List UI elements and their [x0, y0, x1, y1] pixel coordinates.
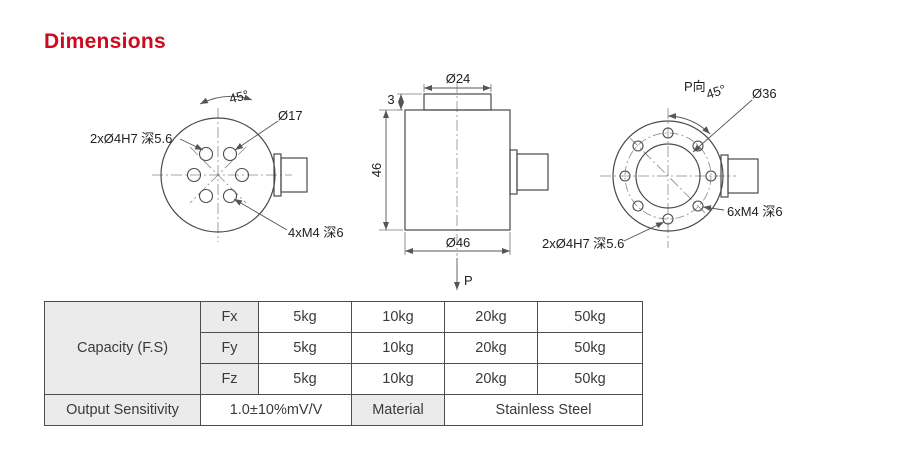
capacity-value-fx-2: 10kg — [351, 301, 445, 333]
capacity-value-fz-4: 50kg — [537, 363, 643, 395]
side-view-drawing: Ø24 3 46 Ø46 P — [369, 71, 549, 290]
front-dowel-note: 2xØ4H7 深5.6 — [90, 131, 172, 146]
spec-table: Capacity (F.S) Fx 5kg 10kg 20kg 50kg Fy … — [44, 301, 643, 426]
side-p-label: P — [464, 273, 473, 288]
side-height-label: 46 — [369, 163, 384, 177]
table-row-fx: Capacity (F.S) Fx 5kg 10kg 20kg 50kg — [44, 301, 643, 395]
axis-label-fz: Fz — [200, 363, 259, 395]
front-view-drawing: 45° Ø17 2xØ4H7 深5.6 4xM4 深6 — [90, 87, 344, 242]
table-row-fy: Fy 5kg 10kg 20kg 50kg — [45, 332, 643, 364]
capacity-value-fy-4: 50kg — [537, 332, 643, 364]
rear-angle-label: 45° — [704, 82, 727, 102]
capacity-value-fy-3: 20kg — [444, 332, 538, 364]
capacity-value-fz-2: 10kg — [351, 363, 445, 395]
axis-label-fx: Fx — [200, 301, 259, 333]
capacity-value-fy-1: 5kg — [258, 332, 352, 364]
front-outer-circle — [160, 117, 276, 233]
capacity-value-fz-1: 5kg — [258, 363, 352, 395]
table-row-output: Output Sensitivity 1.0±10%mV/V Material … — [44, 394, 643, 426]
rear-dowel-note: 2xØ4H7 深5.6 — [542, 236, 624, 251]
side-top-flange — [423, 93, 492, 111]
front-bolt-dia-label: Ø17 — [278, 108, 303, 123]
rear-pilot-circle — [635, 143, 701, 209]
rear-tap-note: 6xM4 深6 — [727, 204, 783, 219]
rear-view-drawing: P向 45° Ø36 6xM4 深6 2xØ4H7 深5.6 — [542, 79, 783, 251]
page-title: Dimensions — [44, 30, 167, 53]
side-connector-body — [516, 153, 549, 191]
front-tap-note: 4xM4 深6 — [288, 225, 344, 240]
capacity-value-fy-2: 10kg — [351, 332, 445, 364]
axis-label-fy: Fy — [200, 332, 259, 364]
output-sensitivity-value: 1.0±10%mV/V — [200, 394, 352, 426]
side-connector-plate — [509, 149, 518, 195]
rear-connector-body — [727, 158, 759, 194]
material-label: Material — [351, 394, 445, 426]
capacity-value-fx-4: 50kg — [537, 301, 643, 333]
output-sensitivity-label: Output Sensitivity — [44, 394, 201, 426]
dimensions-drawing: 45° Ø17 2xØ4H7 深5.6 4xM4 深6 Ø24 — [0, 58, 914, 300]
table-row-fz: Fz 5kg 10kg 20kg 50kg — [45, 363, 643, 395]
material-value: Stainless Steel — [444, 394, 643, 426]
side-body — [404, 109, 511, 231]
technical-drawing-svg: 45° Ø17 2xØ4H7 深5.6 4xM4 深6 Ø24 — [90, 71, 783, 290]
capacity-value-fx-1: 5kg — [258, 301, 352, 333]
front-angle-label: 45° — [228, 87, 251, 106]
rear-bolt-circle — [624, 132, 712, 220]
rear-dia-label: Ø36 — [752, 86, 777, 101]
side-top-dia-label: Ø24 — [446, 71, 471, 86]
capacity-value-fz-3: 20kg — [444, 363, 538, 395]
front-connector-body — [280, 157, 308, 193]
side-base-dia-label: Ø46 — [446, 235, 471, 250]
side-step-label: 3 — [387, 92, 394, 107]
capacity-value-fx-3: 20kg — [444, 301, 538, 333]
rear-view-label: P向 — [684, 79, 706, 94]
capacity-label: Capacity (F.S) — [44, 301, 201, 395]
